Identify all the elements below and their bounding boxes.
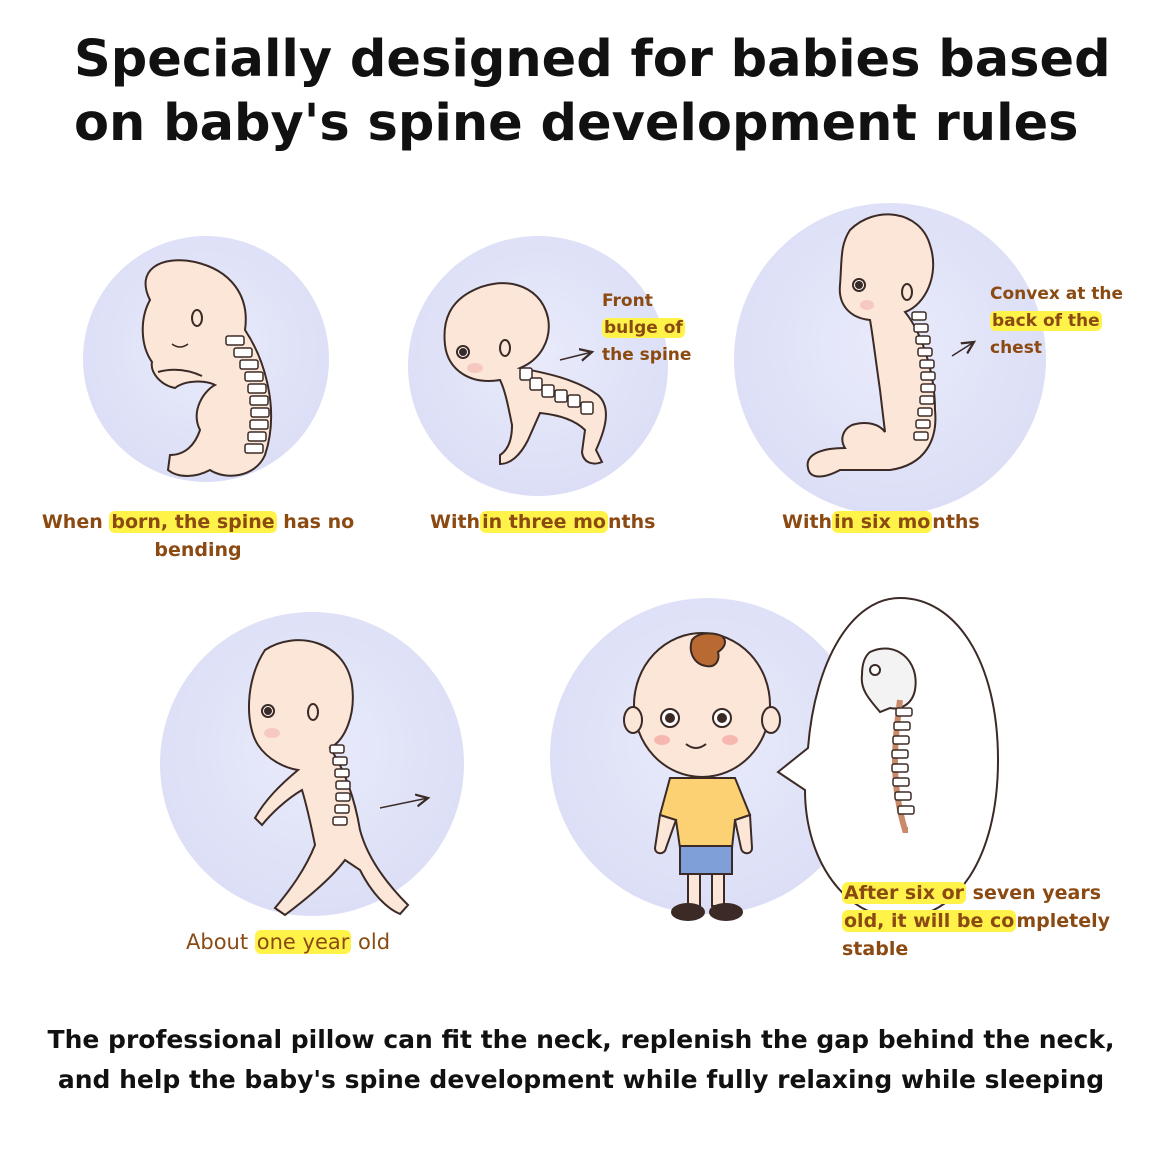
stage-4-circle [160, 612, 464, 916]
stage-1-caption-line-2: bending [154, 539, 242, 561]
title-line-2: on baby's spine development rules [74, 94, 1079, 153]
stage-3-caption-highlight: in six mo [832, 511, 933, 533]
stage-2-caption-pre: With [430, 511, 481, 533]
stage-5-caption-line-1-highlight: After six or [842, 882, 967, 904]
stage-1-caption-pre: When [41, 511, 110, 533]
stage-5-caption-line-2-highlight: old, it will be co [842, 910, 1017, 932]
stage-4-caption: About one year old [186, 928, 390, 956]
adult-spine-vertebrae [891, 707, 915, 815]
stage-3-note: Convex at the back of the chest [990, 281, 1123, 362]
stage-4-caption-pre: About [186, 930, 255, 954]
stage-2-note: Front bulge of the spine [602, 288, 691, 369]
stage-3-caption-pre: With [782, 511, 833, 533]
stage-2-note-line-1: Front [602, 291, 653, 311]
stage-2-note-line-2: bulge of [602, 318, 685, 338]
stage-1-circle [83, 236, 329, 482]
stage-4-caption-post: old [351, 930, 391, 954]
stage-3-note-line-1: Convex at the [990, 284, 1124, 304]
stage-5-caption-line-2-post: mpletely [1016, 910, 1111, 932]
stage-2-note-line-3: the spine [602, 345, 692, 365]
stage-3-note-line-3: chest [990, 338, 1042, 358]
footer-description: The professional pillow can fit the neck… [0, 1020, 1162, 1100]
stage-5-circle [550, 598, 866, 914]
page-title: Specially designed for babies based on b… [74, 28, 1114, 156]
stage-5-caption-line-3: stable [842, 938, 909, 960]
footer-line-1: The professional pillow can fit the neck… [47, 1025, 1115, 1054]
stage-2-caption-post: nths [607, 511, 656, 533]
footer-line-2: and help the baby's spine development wh… [57, 1065, 1105, 1094]
stage-4-caption-highlight: one year [254, 930, 352, 954]
stage-1-caption-highlight: born, the spine [109, 511, 277, 533]
stage-5-caption-line-1-post: seven years [966, 882, 1102, 904]
stage-2-caption-highlight: in three mo [480, 511, 608, 533]
stage-3-note-line-2: back of the [990, 311, 1102, 331]
stage-5-caption: After six or seven years old, it will be… [842, 879, 1110, 963]
title-line-1: Specially designed for babies based [74, 30, 1111, 89]
stage-1-caption-post: has no [276, 511, 355, 533]
stage-1-caption: When born, the spine has no bending [38, 508, 358, 564]
stage-3-caption-post: nths [932, 511, 980, 533]
